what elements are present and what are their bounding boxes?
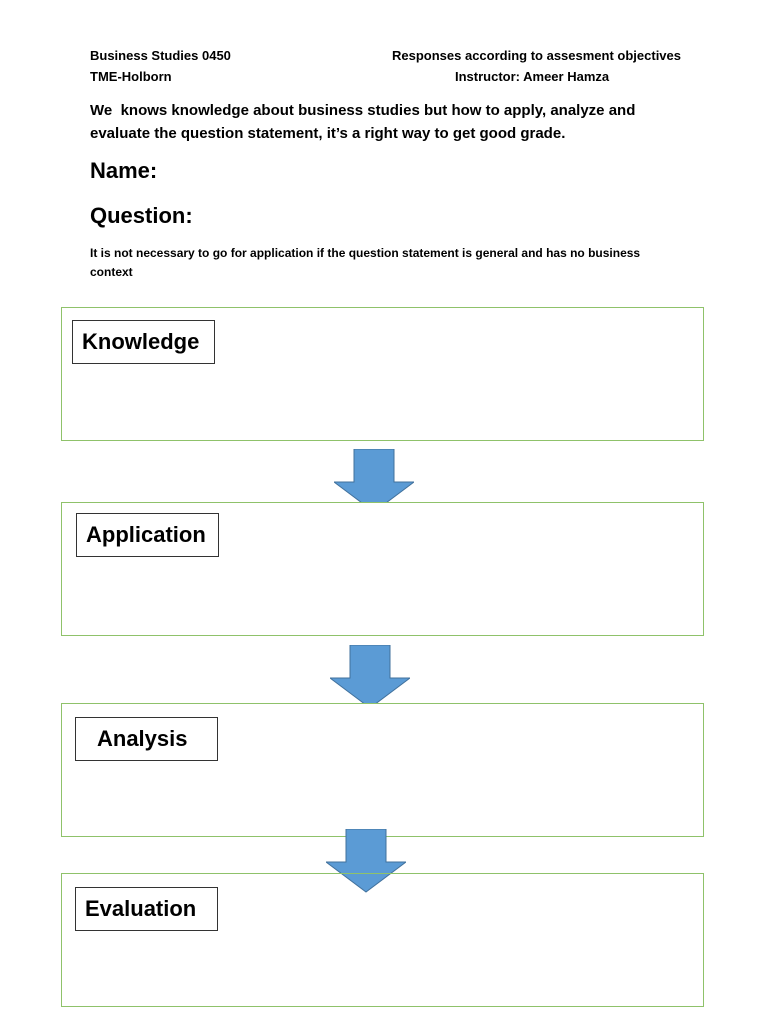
question-label: Question: xyxy=(90,203,193,228)
application-answer-box[interactable] xyxy=(61,502,704,636)
down-arrow-icon xyxy=(334,449,414,513)
note-line-2: context xyxy=(90,265,133,279)
evaluation-label: Evaluation xyxy=(75,887,218,931)
down-arrow-icon xyxy=(330,645,410,709)
evaluation-answer-box[interactable] xyxy=(61,873,704,1007)
down-arrow-icon xyxy=(326,829,406,893)
course-title: Business Studies 0450 xyxy=(90,48,231,63)
intro-line-2: evaluate the question statement, it’s a … xyxy=(90,125,566,142)
evaluation-label-text: Evaluation xyxy=(85,896,197,921)
intro-text: We knows knowledge about business studie… xyxy=(90,99,690,145)
analysis-label: Analysis xyxy=(75,717,218,761)
knowledge-label: Knowledge xyxy=(72,320,215,364)
institution-name: TME-Holborn xyxy=(90,69,172,84)
note-line-1: It is not necessary to go for applicatio… xyxy=(90,246,641,260)
application-label: Application xyxy=(76,513,219,557)
worksheet-topic: Responses according to assesment objecti… xyxy=(392,48,681,63)
name-label: Name: xyxy=(90,158,158,183)
application-label-text: Application xyxy=(86,522,206,547)
instructor-name: Instructor: Ameer Hamza xyxy=(455,69,610,84)
analysis-label-text: Analysis xyxy=(97,726,188,751)
knowledge-label-text: Knowledge xyxy=(82,329,200,354)
intro-line-1: We knows knowledge about business studie… xyxy=(90,102,636,119)
guidance-note: It is not necessary to go for applicatio… xyxy=(90,244,670,282)
